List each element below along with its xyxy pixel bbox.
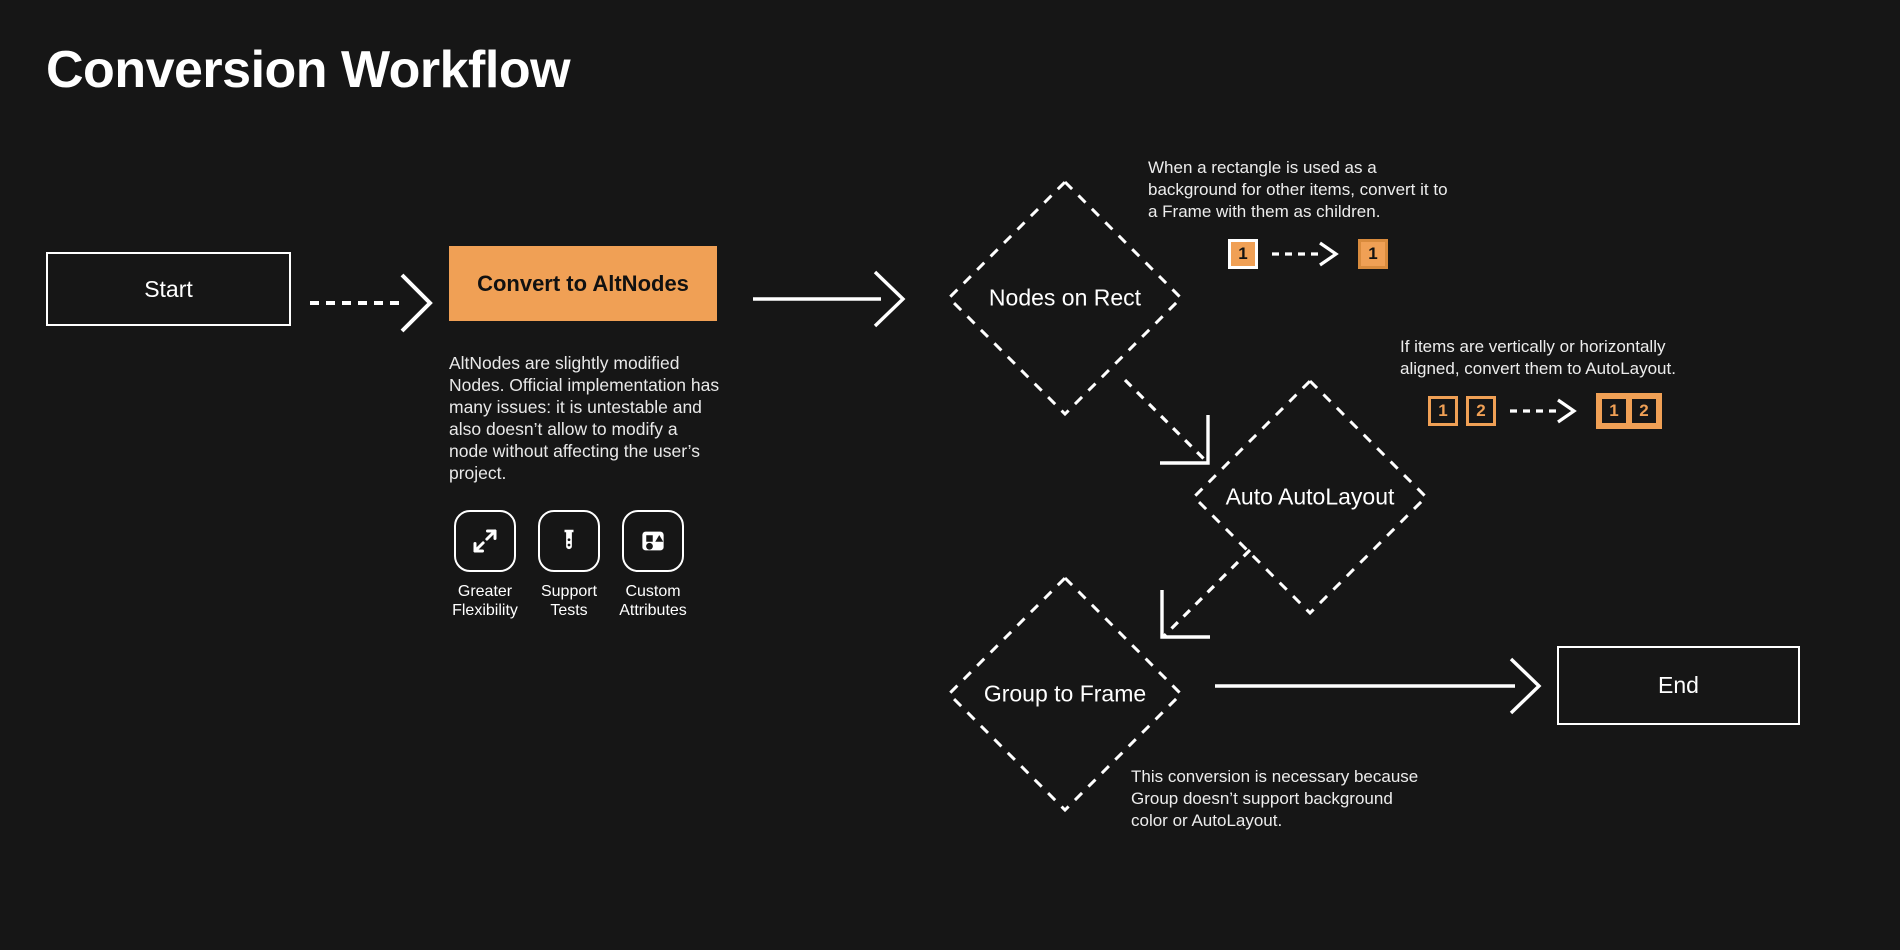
feature-label: Custom Attributes [619,583,687,619]
badge-before: 1 [1228,239,1258,269]
badge-row-auto-autolayout: 1 2 1 2 [1428,393,1662,429]
node-start-label: Start [144,275,193,302]
badge-before-1: 1 [1428,396,1458,426]
node-group-to-frame-label: Group to Frame [983,680,1147,707]
mini-arrow-icon [1510,398,1577,424]
node-auto-autolayout-label: Auto AutoLayout [1225,483,1395,510]
edge-nodes-on-rect-to-auto-autolayout [1123,378,1210,465]
badge-after-1: 1 [1599,396,1629,426]
node-nodes-on-rect[interactable]: Nodes on Rect [945,178,1185,418]
badge-group-after: 1 2 [1596,393,1662,429]
feature-custom-attributes[interactable]: Custom Attributes [619,510,687,620]
feature-list: Greater Flexibility Support Tests [452,510,687,620]
node-convert-to-altnodes[interactable]: Convert to AltNodes [449,246,717,321]
annotation-group-to-frame: This conversion is necessary because Gro… [1131,767,1419,830]
node-start[interactable]: Start [46,252,291,326]
node-nodes-on-rect-label: Nodes on Rect [988,284,1142,311]
feature-label: Greater Flexibility [452,583,518,619]
node-end[interactable]: End [1557,646,1800,725]
feature-label: Support Tests [540,583,598,619]
edge-start-to-convert [310,273,433,333]
node-end-label: End [1658,672,1699,698]
page-title: Conversion Workflow [46,41,571,99]
node-auto-autolayout[interactable]: Auto AutoLayout [1190,377,1430,617]
mini-arrow-icon [1272,241,1339,267]
convert-description: AltNodes are slightly modified Nodes. Of… [449,353,720,483]
diamond-outline [1191,378,1429,616]
diamond-outline [946,179,1184,417]
edge-group-to-frame-to-end [1215,657,1542,715]
annotation-nodes-on-rect: When a rectangle is used as a background… [1148,158,1448,221]
node-group-to-frame[interactable]: Group to Frame [945,574,1185,814]
badge-before-2: 2 [1466,396,1496,426]
expand-arrows-icon [454,510,516,572]
diamond-outline [946,575,1184,813]
feature-support-tests[interactable]: Support Tests [536,510,602,620]
annotation-auto-autolayout: If items are vertically or horizontally … [1400,337,1676,378]
shapes-icon [622,510,684,572]
badge-row-nodes-on-rect: 1 1 [1228,239,1388,269]
node-convert-label: Convert to AltNodes [477,270,689,296]
feature-greater-flexibility[interactable]: Greater Flexibility [452,510,518,620]
edge-auto-autolayout-to-group-to-frame [1160,548,1252,639]
test-tube-icon [538,510,600,572]
badge-after-2: 2 [1629,396,1659,426]
badge-after: 1 [1358,239,1388,269]
edge-convert-to-nodes-on-rect [753,270,906,328]
